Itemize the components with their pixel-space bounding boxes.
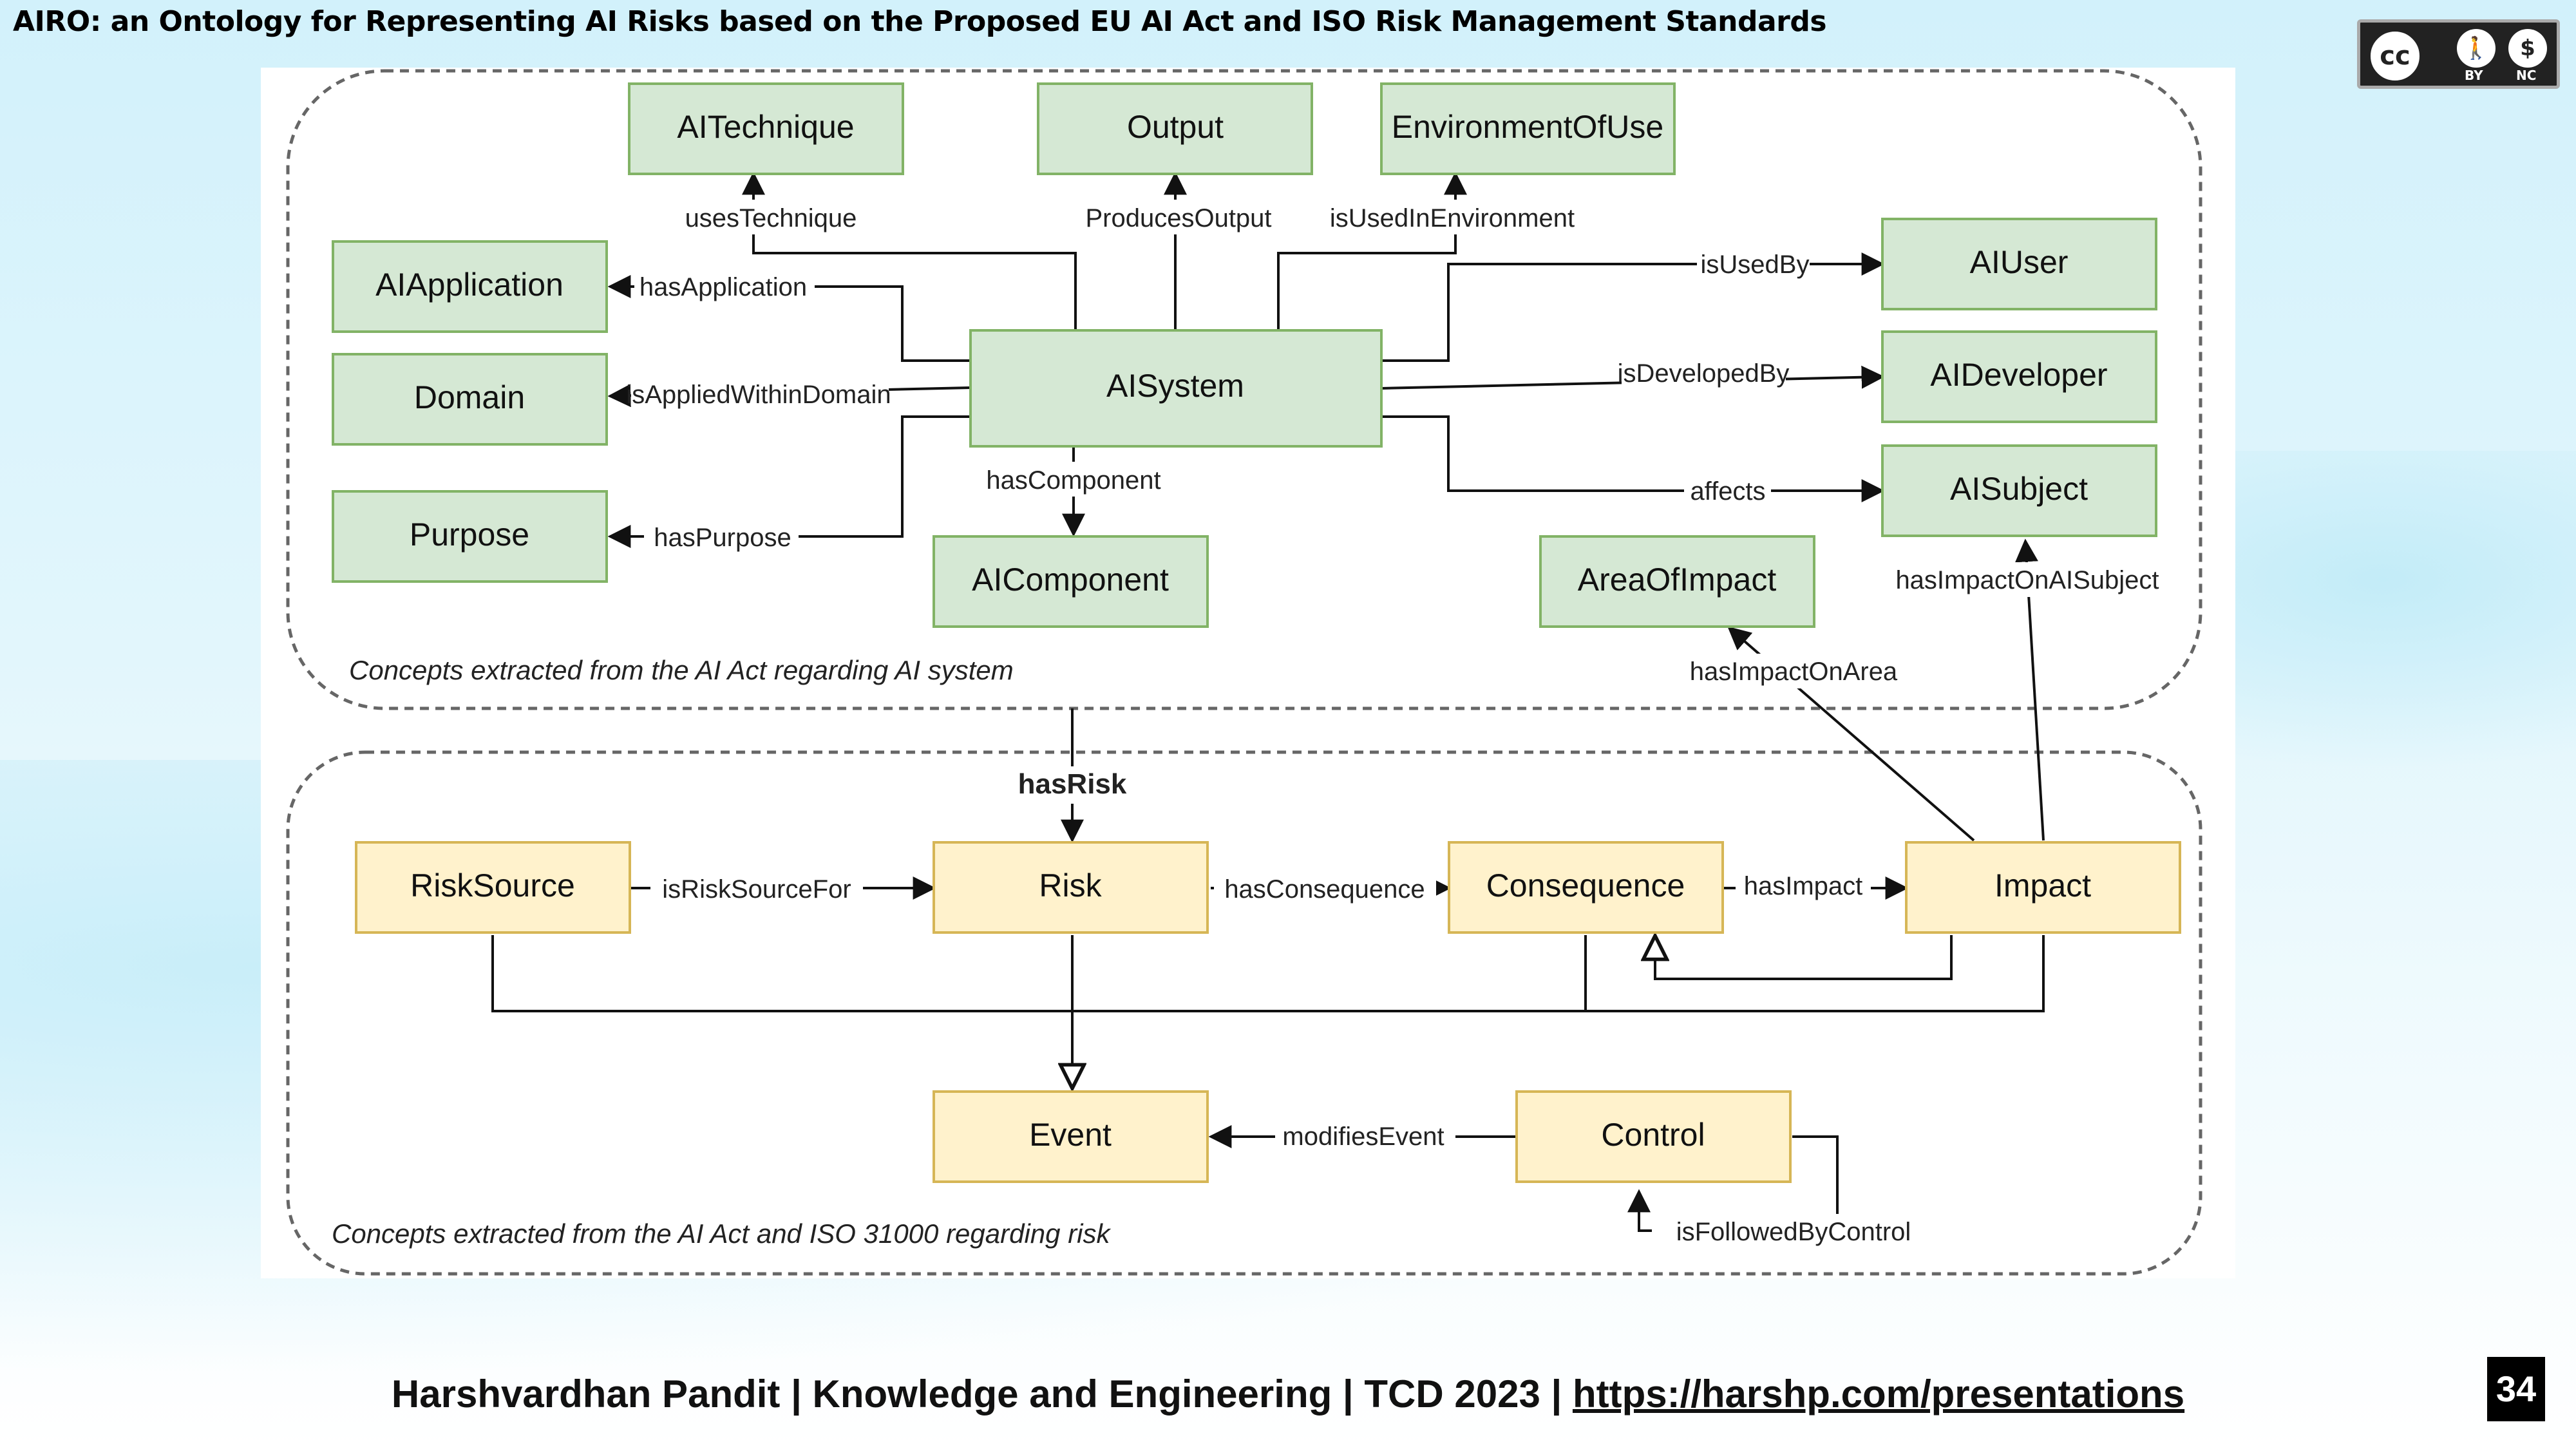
label-is-risk-source-for: isRiskSourceFor [662, 875, 851, 904]
node-label: Purpose [410, 516, 529, 553]
slide-footer: Harshvardhan Pandit | Knowledge and Engi… [0, 1372, 2576, 1416]
label-has-purpose: hasPurpose [654, 524, 791, 552]
edge-affects [1381, 415, 1885, 502]
label-is-developed-by: isDevelopedBy [1618, 359, 1790, 388]
node-label: AISystem [1106, 368, 1244, 404]
edge-is-used-by [1381, 252, 1885, 362]
attribution-icon: 🚶 [2457, 29, 2496, 68]
by-label: BY [2465, 68, 2483, 83]
node-label: EnvironmentOfUse [1392, 109, 1663, 145]
node-purpose: Purpose [332, 490, 608, 583]
label-bg [1079, 200, 1282, 234]
label-has-consequence: hasConsequence [1224, 875, 1425, 904]
node-label: AIDeveloper [1930, 357, 2107, 393]
node-risksource: RiskSource [355, 841, 631, 934]
node-label: AIUser [1970, 244, 2069, 280]
label-bg [1678, 654, 1909, 688]
node-environmentofuse: EnvironmentOfUse [1380, 82, 1676, 175]
label-bg [644, 520, 799, 554]
node-label: Impact [1994, 867, 2091, 904]
node-aiuser: AIUser [1881, 218, 2157, 310]
node-aideveloper: AIDeveloper [1881, 330, 2157, 423]
node-label: AIApplication [375, 267, 564, 303]
label-is-applied-within-domain: isAppliedWithinDomain [626, 381, 891, 409]
node-aitechnique: AITechnique [628, 82, 904, 175]
node-control: Control [1515, 1090, 1792, 1183]
label-bg [1622, 355, 1786, 390]
node-label: Risk [1039, 867, 1102, 904]
label-bg [650, 871, 863, 906]
label-is-used-by: isUsedBy [1701, 251, 1810, 279]
page-number: 34 [2487, 1357, 2545, 1421]
label-has-component: hasComponent [986, 466, 1160, 495]
slide-title: AIRO: an Ontology for Representing AI Ri… [13, 5, 1827, 38]
node-label: AISubject [1950, 471, 2088, 507]
node-domain: Domain [332, 353, 608, 446]
node-label: RiskSource [410, 867, 575, 904]
node-label: AIComponent [972, 562, 1169, 598]
risk-group-boundary [286, 750, 2202, 1276]
label-modifies-event: modifiesEvent [1282, 1122, 1444, 1151]
system-group-boundary [286, 69, 2202, 710]
edge-is-used-in-environment [1277, 171, 1467, 330]
label-has-impact: hasImpact [1744, 872, 1863, 900]
edge-risksource-bus [491, 935, 2045, 1012]
airo-diagram: Concepts extracted from the AI Act regar… [261, 68, 2235, 1278]
node-aicomponent: AIComponent [933, 535, 1209, 628]
label-produces-output: ProducesOutput [1085, 204, 1271, 232]
cc-icon: cc [2367, 28, 2423, 84]
label-bg [1736, 868, 1871, 903]
nc-label: NC [2516, 68, 2537, 83]
node-output: Output [1037, 82, 1313, 175]
risk-group-caption: Concepts extracted from the AI Act and I… [332, 1218, 1112, 1249]
label-bg [1317, 200, 1584, 234]
label-bg [1886, 562, 2169, 597]
label-has-risk: hasRisk [1018, 768, 1127, 800]
cc-license-badge: cc 🚶 $ BY NC [2357, 19, 2560, 89]
label-bg [1001, 766, 1143, 804]
label-bg [976, 462, 1175, 497]
node-label: Event [1029, 1117, 1112, 1153]
edge-uses-technique [742, 171, 1077, 330]
node-label: AITechnique [677, 109, 854, 145]
footer-author: Harshvardhan Pandit | Knowledge and Engi… [391, 1372, 1573, 1416]
node-label: AreaOfImpact [1578, 562, 1777, 598]
node-event: Event [933, 1090, 1209, 1183]
label-bg [699, 200, 844, 234]
node-label: Domain [414, 379, 525, 415]
label-is-followed-by-control: isFollowedByControl [1676, 1218, 1911, 1246]
node-aisystem: AISystem [969, 329, 1383, 448]
noncommercial-icon: $ [2508, 29, 2547, 68]
node-consequence: Consequence [1448, 841, 1724, 934]
footer-link[interactable]: https://harshp.com/presentations [1572, 1372, 2185, 1416]
label-bg [1214, 871, 1436, 906]
edge-has-purpose [607, 415, 971, 548]
node-risk: Risk [933, 841, 1209, 934]
node-label: Consequence [1486, 867, 1685, 904]
edge-impact-consequence-loop [1655, 935, 1953, 980]
label-affects: affects [1690, 477, 1765, 506]
node-impact: Impact [1905, 841, 2181, 934]
label-bg [1652, 1214, 1903, 1249]
label-bg [1275, 1119, 1455, 1153]
label-bg [1684, 473, 1771, 508]
label-bg [1697, 247, 1810, 281]
node-label: Output [1127, 109, 1224, 145]
node-label: Control [1601, 1117, 1705, 1153]
node-aiapplication: AIApplication [332, 240, 608, 333]
label-has-impact-on-ai-subject: hasImpactOnAISubject [1895, 566, 2159, 594]
system-group-caption: Concepts extracted from the AI Act regar… [349, 655, 1014, 685]
node-aisubject: AISubject [1881, 444, 2157, 537]
node-areaofimpact: AreaOfImpact [1539, 535, 1815, 628]
label-has-application: hasApplication [639, 273, 807, 301]
label-has-impact-on-area: hasImpactOnArea [1690, 658, 1898, 686]
label-bg [631, 377, 889, 412]
label-is-used-in-environment: isUsedInEnvironment [1330, 204, 1575, 232]
label-bg [634, 269, 815, 304]
label-uses-technique: usesTechnique [685, 204, 857, 232]
